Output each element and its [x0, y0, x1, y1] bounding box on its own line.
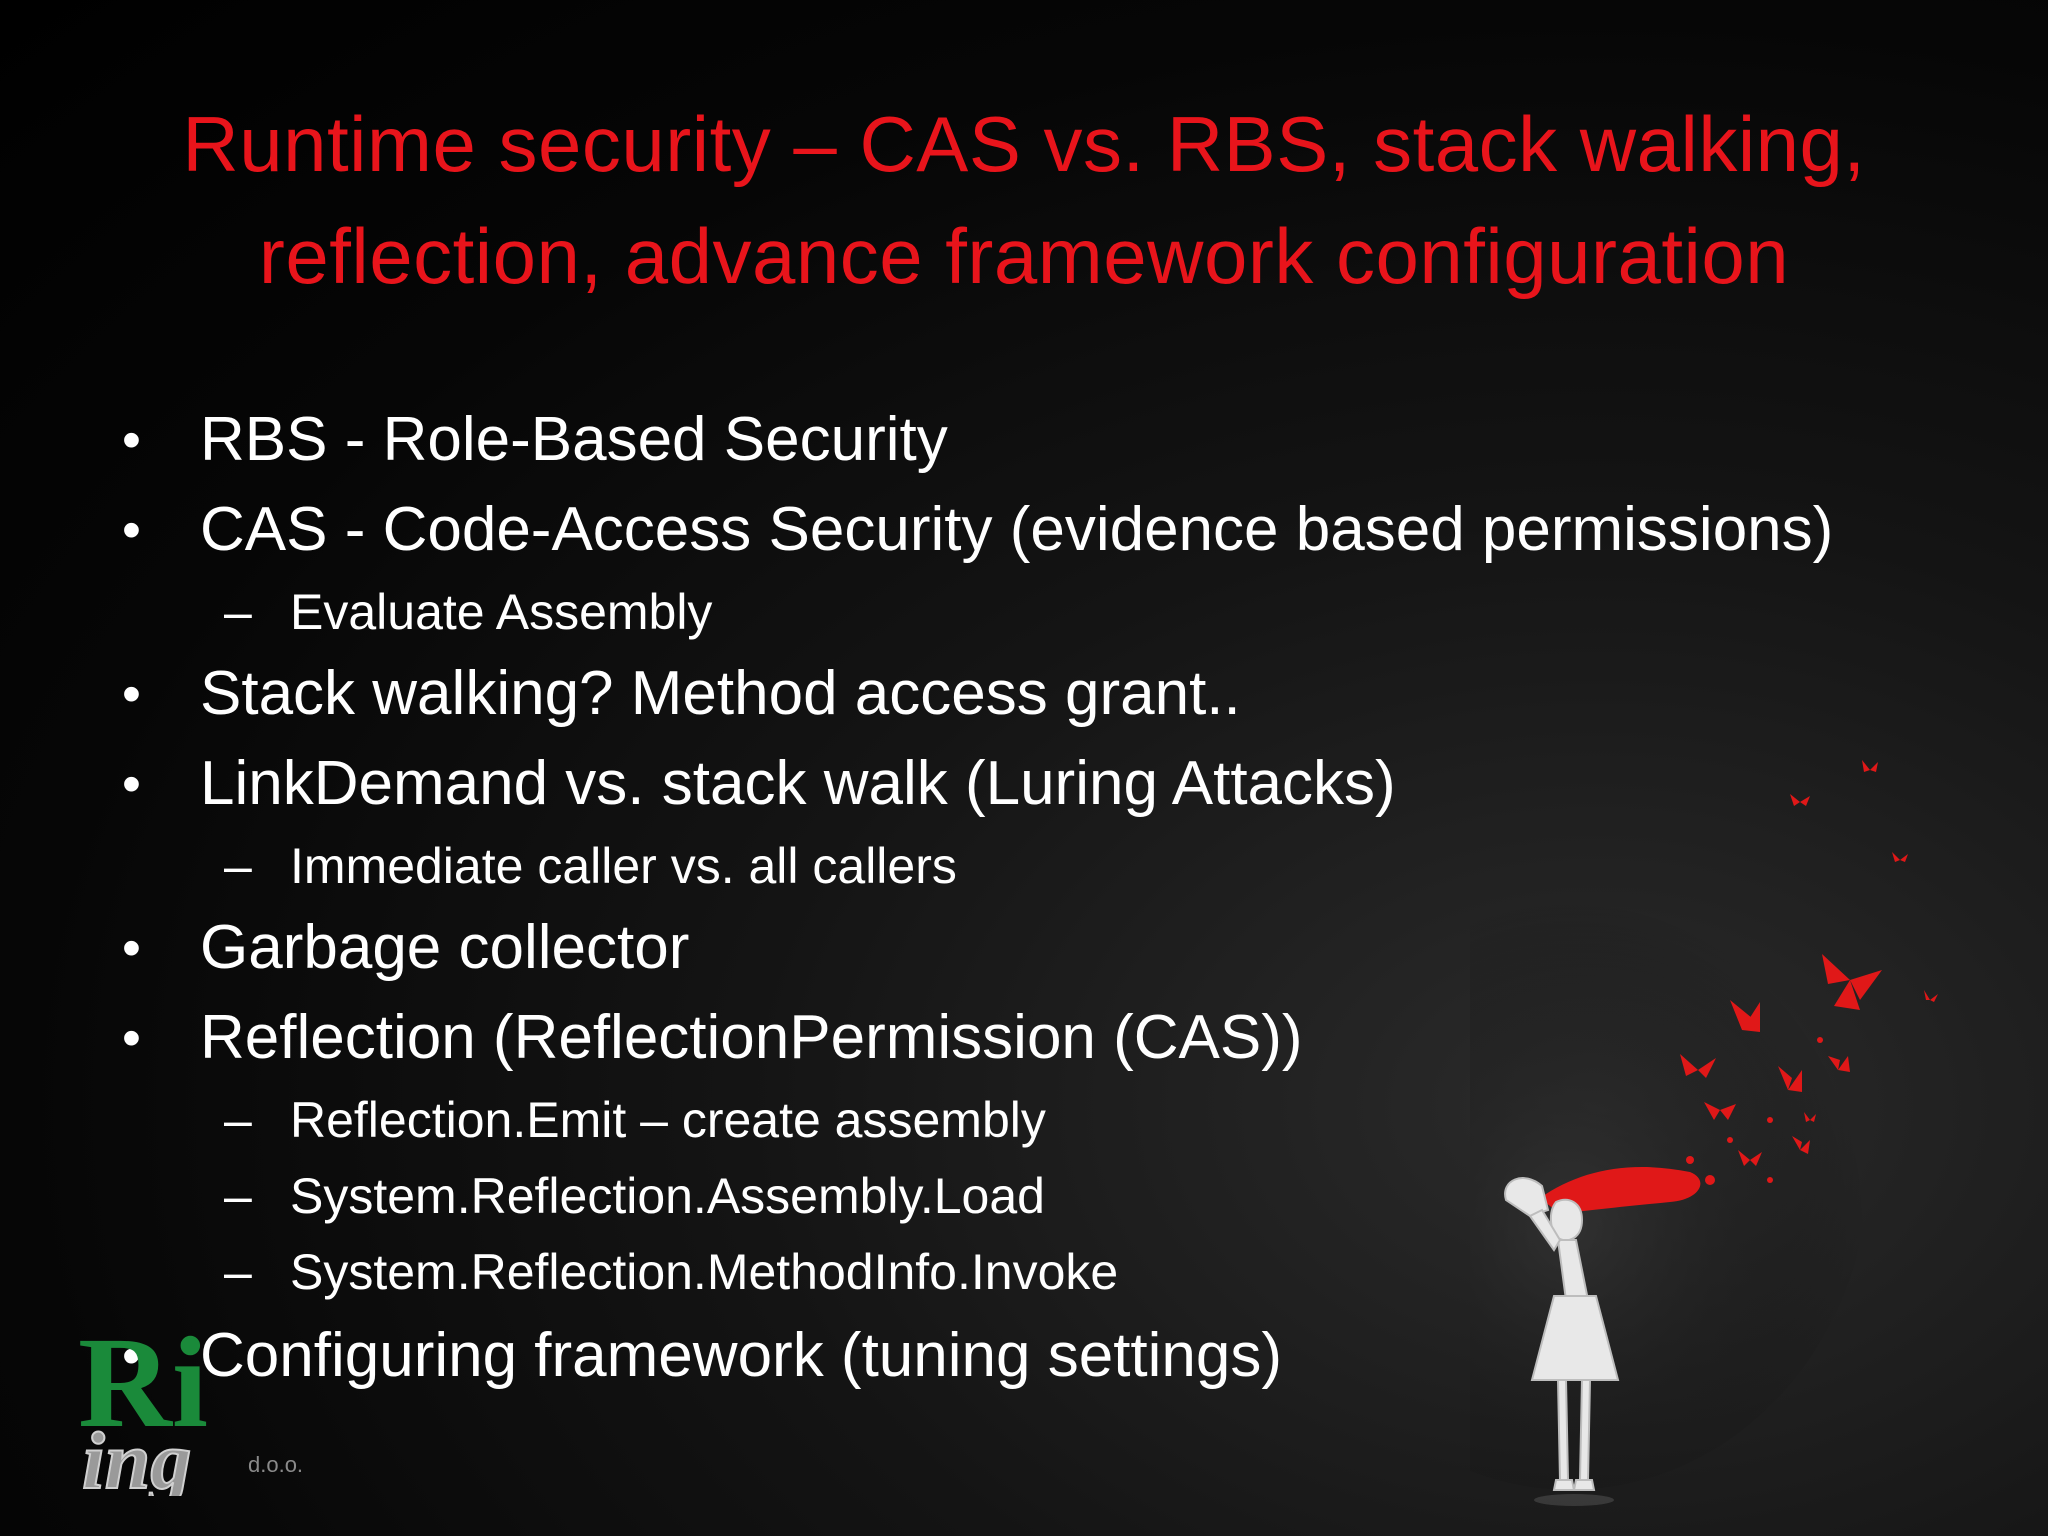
- bullet-marker: •: [122, 500, 141, 560]
- sub-bullet-marker: –: [224, 838, 252, 894]
- bullet-item: • CAS - Code-Access Security (evidence b…: [122, 494, 1834, 566]
- logo-text: Ri: [78, 1316, 208, 1455]
- sub-bullet-item: – Reflection.Emit – create assembly: [224, 1090, 1046, 1150]
- sub-bullet-marker: –: [224, 1092, 252, 1148]
- bullet-text: Reflection (ReflectionPermission (CAS)): [200, 1003, 1303, 1072]
- slide-title: Runtime security – CAS vs. RBS, stack wa…: [100, 88, 1948, 312]
- sub-bullet-marker: –: [224, 1168, 252, 1224]
- sub-bullet-item: – System.Reflection.MethodInfo.Invoke: [224, 1242, 1119, 1302]
- bullet-marker: •: [122, 1008, 141, 1068]
- girl-with-butterflies-illustration: [1470, 760, 1938, 1506]
- sub-bullet-text: Evaluate Assembly: [290, 584, 713, 640]
- bullet-item: • RBS - Role-Based Security: [122, 404, 948, 476]
- slide-title-line-1: Runtime security – CAS vs. RBS, stack wa…: [182, 100, 1866, 188]
- logo-script-text: ing: [82, 1415, 191, 1496]
- sub-bullet-text: Reflection.Emit – create assembly: [290, 1092, 1046, 1148]
- bullet-item: • Reflection (ReflectionPermission (CAS)…: [122, 1002, 1303, 1074]
- bullet-item: • LinkDemand vs. stack walk (Luring Atta…: [122, 748, 1396, 820]
- sub-bullet-marker: –: [224, 584, 252, 640]
- sub-bullet-text: System.Reflection.Assembly.Load: [290, 1168, 1045, 1224]
- bullet-text: Configuring framework (tuning settings): [200, 1321, 1283, 1390]
- bullet-text: Garbage collector: [200, 913, 690, 982]
- bullet-marker: •: [122, 1326, 141, 1386]
- bullet-marker: •: [122, 410, 141, 470]
- bullet-item: • Stack walking? Method access grant..: [122, 658, 1241, 730]
- sub-bullet-marker: –: [224, 1244, 252, 1300]
- sub-bullet-item: – Immediate caller vs. all callers: [224, 836, 957, 896]
- bullet-text: Stack walking? Method access grant..: [200, 659, 1241, 728]
- bullet-marker: •: [122, 754, 141, 814]
- sub-bullet-item: – System.Reflection.Assembly.Load: [224, 1166, 1045, 1226]
- sub-bullet-item: – Evaluate Assembly: [224, 582, 713, 642]
- logo-suffix: d.o.o.: [248, 1452, 304, 1477]
- sub-bullet-text: System.Reflection.MethodInfo.Invoke: [290, 1244, 1119, 1300]
- sub-bullet-text: Immediate caller vs. all callers: [290, 838, 957, 894]
- bullet-item: • Garbage collector: [122, 912, 690, 984]
- girl-silhouette-icon: [1504, 1177, 1620, 1491]
- bullet-text: RBS - Role-Based Security: [200, 405, 948, 474]
- bullet-marker: •: [122, 918, 141, 978]
- slide-title-line-2: reflection, advance framework configurat…: [258, 212, 1790, 300]
- bullet-text: LinkDemand vs. stack walk (Luring Attack…: [200, 749, 1396, 818]
- bullet-marker: •: [122, 664, 141, 724]
- bullet-item: • Configuring framework (tuning settings…: [122, 1320, 1283, 1392]
- company-logo: Ri ing: [78, 1316, 208, 1496]
- bullet-text: CAS - Code-Access Security (evidence bas…: [200, 495, 1834, 564]
